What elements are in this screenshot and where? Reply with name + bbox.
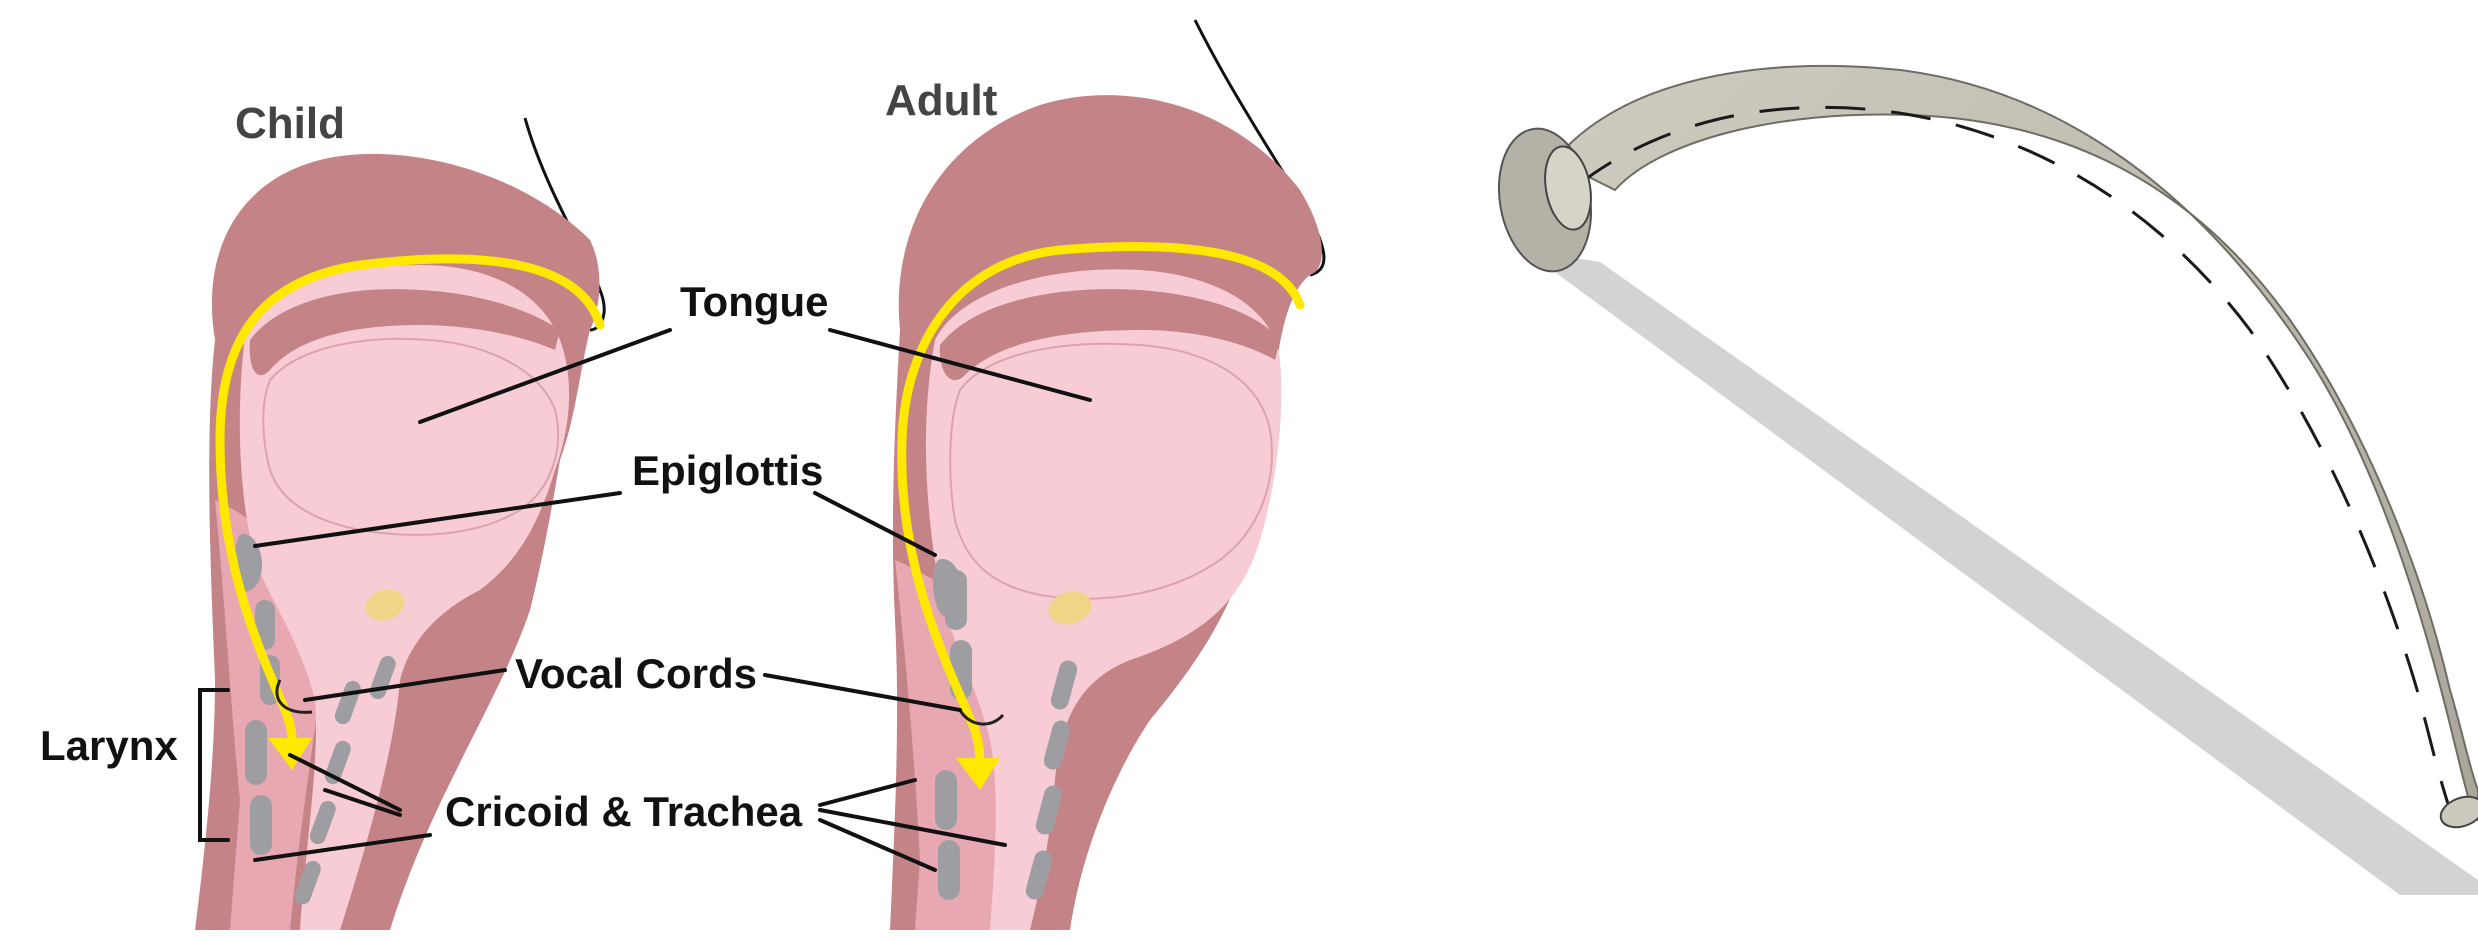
child-title: Child (235, 99, 345, 148)
vocal-cords-label: Vocal Cords (515, 650, 757, 697)
tube-body (1555, 66, 2478, 820)
tongue-label: Tongue (680, 278, 829, 325)
adult-title: Adult (885, 76, 998, 125)
cricoid-trachea-label: Cricoid & Trachea (445, 788, 803, 835)
child-tongue (263, 339, 558, 535)
epiglottis-label: Epiglottis (632, 447, 823, 494)
adult-anatomy (890, 20, 1324, 930)
tube-shadow (1525, 250, 2478, 895)
tube-depth-marking (1530, 107, 2450, 810)
tube-distal-tip (2437, 791, 2478, 832)
larynx-label: Larynx (40, 722, 178, 769)
endotracheal-tube (1488, 66, 2478, 895)
